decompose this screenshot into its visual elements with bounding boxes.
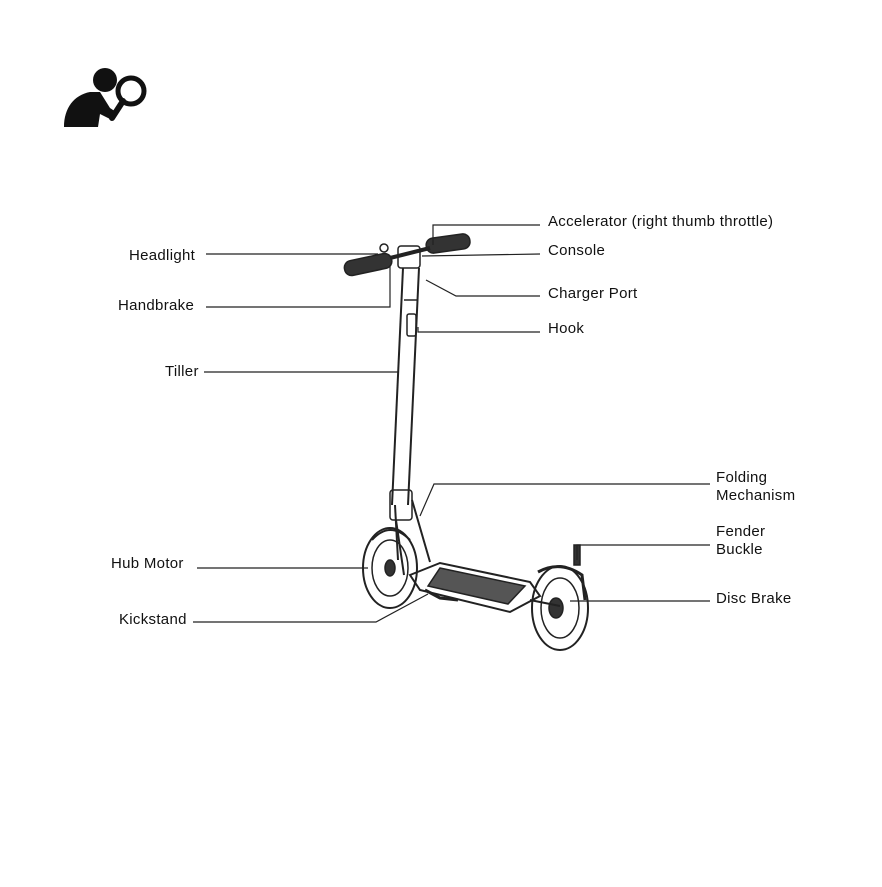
label-headlight: Headlight xyxy=(129,247,195,265)
label-console: Console xyxy=(548,242,605,260)
label-hook: Hook xyxy=(548,320,584,338)
person-magnifier-icon xyxy=(64,68,144,127)
label-folding-mechanism: Folding Mechanism xyxy=(716,469,795,505)
label-fender-line1: Fender xyxy=(716,523,765,541)
label-handbrake: Handbrake xyxy=(118,297,194,315)
label-folding-line1: Folding xyxy=(716,469,795,487)
label-fender-line2: Buckle xyxy=(716,541,765,559)
label-hub-motor: Hub Motor xyxy=(111,555,184,573)
leader-hook xyxy=(418,327,540,332)
leader-fender xyxy=(577,545,710,560)
label-fender-buckle: Fender Buckle xyxy=(716,523,765,559)
leader-charger-port xyxy=(426,280,540,296)
label-tiller: Tiller xyxy=(165,363,199,381)
label-disc-brake: Disc Brake xyxy=(716,590,792,608)
leader-folding xyxy=(420,484,710,516)
label-folding-line2: Mechanism xyxy=(716,487,795,505)
label-kickstand: Kickstand xyxy=(119,611,187,629)
label-charger-port: Charger Port xyxy=(548,285,637,303)
label-accelerator: Accelerator (right thumb throttle) xyxy=(548,213,773,231)
leader-console xyxy=(422,254,540,256)
